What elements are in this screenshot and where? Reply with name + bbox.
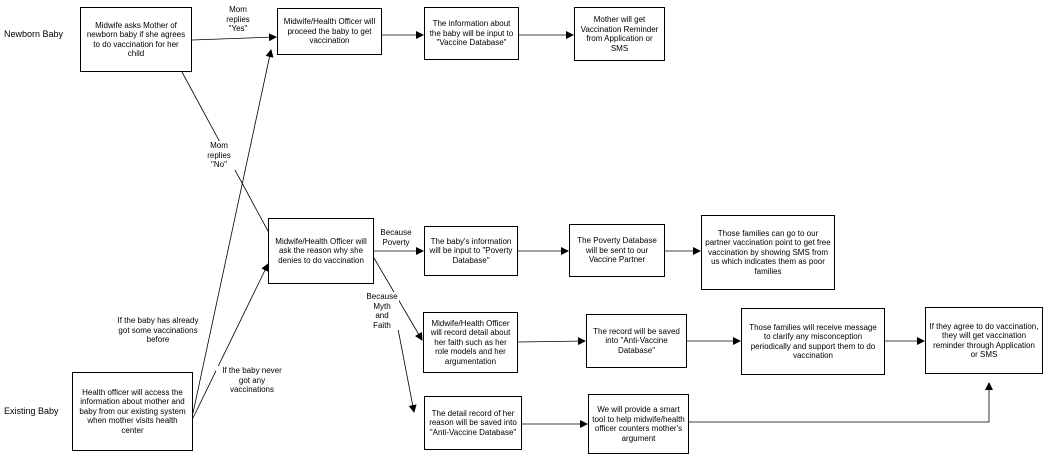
box-proceed-vaccination: Midwife/Health Officer will proceed the … xyxy=(277,8,382,55)
arrow-b1-to-b2 xyxy=(191,33,277,42)
box-anti-vaccine-database: The record will be saved into "Anti-Vacc… xyxy=(586,314,687,368)
box-clarify-misconception: Those families will receive message to c… xyxy=(741,308,885,375)
box-detail-record: The detail record of her reason will be … xyxy=(424,396,522,450)
box-ask-mother: Midwife asks Mother of newborn baby if s… xyxy=(80,7,192,72)
label-mom-no: Mom replies "No" xyxy=(199,141,239,170)
box-agree-reminder: If they agree to do vaccination, they wi… xyxy=(925,307,1043,374)
box-poverty-database: The baby's information will be input to … xyxy=(424,226,518,276)
box-vaccination-reminder: Mother will get Vaccination Reminder fro… xyxy=(574,7,665,61)
label-already-vaccinated: If the baby has already got some vaccina… xyxy=(117,316,199,344)
label-because-poverty: Because Poverty xyxy=(380,228,412,247)
box-record-faith: Midwife/Health Officer will record detai… xyxy=(423,312,518,373)
box-send-to-partner: The Poverty Database will be sent to our… xyxy=(569,224,665,277)
arrow-b9-to-b10 xyxy=(517,337,586,346)
box-existing-access: Health officer will access the informati… xyxy=(72,372,193,451)
arrow-b14-to-b12 xyxy=(689,382,993,423)
box-vaccine-database: The information about the baby will be i… xyxy=(424,7,519,60)
box-partner-free-vaccination: Those families can go to our partner vac… xyxy=(701,215,835,290)
box-smart-tool: We will provide a smart tool to help mid… xyxy=(588,394,689,454)
arrow-b15-to-b5 xyxy=(192,263,269,419)
row-label-existing: Existing Baby xyxy=(4,406,59,416)
label-mom-yes: Mom replies "Yes" xyxy=(226,5,250,33)
row-label-newborn: Newborn Baby xyxy=(4,29,64,39)
arrow-b15-to-b2 xyxy=(192,49,274,414)
box-ask-reason: Midwife/Health Officer will ask the reas… xyxy=(268,218,374,284)
label-because-myth-faith: Because Myth and Faith xyxy=(365,292,399,330)
label-never-vaccinated: If the baby never got any vaccinations xyxy=(216,366,288,395)
